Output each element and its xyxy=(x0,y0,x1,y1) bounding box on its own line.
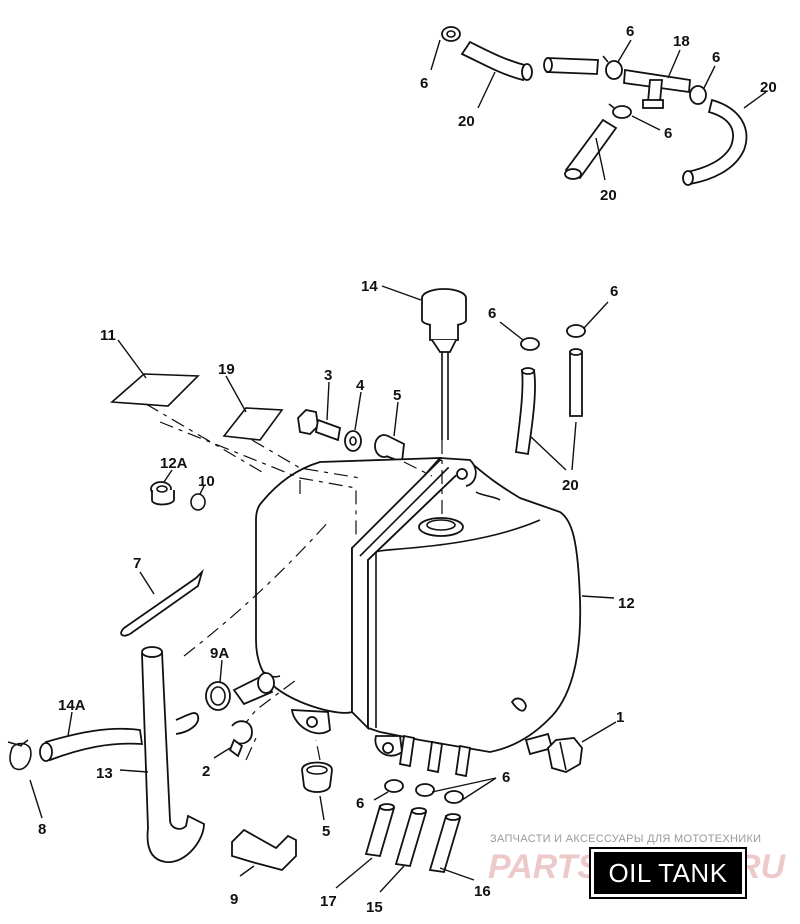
hose-20-upper xyxy=(460,40,599,82)
hose-clamp-6 xyxy=(566,324,586,338)
strap-7 xyxy=(120,568,204,637)
callout-3: 3 xyxy=(324,367,332,384)
bottom-hoses xyxy=(335,777,497,893)
hose-14a xyxy=(39,711,144,762)
top-hose-assembly xyxy=(430,26,767,186)
callout-6: 6 xyxy=(420,75,428,92)
hose-clamp-6 xyxy=(602,55,623,80)
hose-clamp-6 xyxy=(608,103,632,119)
hose-clamp-6 xyxy=(520,337,540,351)
callout-11: 11 xyxy=(100,327,116,344)
decal-19 xyxy=(222,375,284,441)
callout-20: 20 xyxy=(600,187,617,204)
callouts: 6 20 6 18 6 20 6 20 14 6 6 11 19 3 4 5 2… xyxy=(38,23,777,916)
washer-4 xyxy=(344,391,362,452)
callout-9: 9 xyxy=(230,891,238,908)
callout-6: 6 xyxy=(626,23,634,40)
callout-20: 20 xyxy=(562,477,579,494)
screw-2 xyxy=(213,720,253,759)
callout-2: 2 xyxy=(202,763,210,780)
grommet-5-top xyxy=(374,401,405,464)
grommet-5-bottom xyxy=(301,761,333,821)
clip-8 xyxy=(7,739,43,819)
callout-5: 5 xyxy=(393,387,401,404)
hose-20-right xyxy=(682,98,748,186)
oil-tank-12 xyxy=(255,457,615,778)
hose-13 xyxy=(119,646,205,863)
hose-clamp-6 xyxy=(689,85,707,105)
oil-tank-title-badge: OIL TANK xyxy=(589,847,747,899)
callout-19: 19 xyxy=(218,361,235,378)
callout-1: 1 xyxy=(616,709,624,726)
callout-6: 6 xyxy=(356,795,364,812)
t-fitting-18 xyxy=(623,68,691,109)
hose-clamp-6 xyxy=(415,783,435,797)
hose-clamp-6 xyxy=(384,779,404,793)
oil-tank-title: OIL TANK xyxy=(608,857,728,888)
callout-16: 16 xyxy=(474,883,491,900)
callout-5: 5 xyxy=(322,823,330,840)
callout-18: 18 xyxy=(673,33,690,50)
callout-20: 20 xyxy=(458,113,475,130)
drain-plug-1 xyxy=(524,721,617,773)
callout-6: 6 xyxy=(664,125,672,142)
callout-15: 15 xyxy=(366,899,383,916)
callout-13: 13 xyxy=(96,765,113,782)
callout-7: 7 xyxy=(133,555,141,572)
callout-14: 14 xyxy=(361,278,378,295)
watermark-logo-left: PARTS xyxy=(488,848,600,886)
bolt-3 xyxy=(297,381,342,442)
watermark: ЗАПЧАСТИ И АКСЕССУАРЫ ДЛЯ МОТОТЕХНИКИ PA… xyxy=(488,833,787,886)
bracket-9 xyxy=(231,828,297,877)
watermark-tagline: ЗАПЧАСТИ И АКСЕССУАРЫ ДЛЯ МОТОТЕХНИКИ xyxy=(490,833,761,845)
callout-6: 6 xyxy=(712,49,720,66)
callout-6: 6 xyxy=(610,283,618,300)
callout-20: 20 xyxy=(760,79,777,96)
decal-11 xyxy=(110,339,200,407)
callout-9a: 9A xyxy=(210,645,229,662)
callout-10: 10 xyxy=(198,473,215,490)
hose-clamp-6 xyxy=(441,26,461,42)
filler-cap-14 xyxy=(381,285,467,440)
callout-12: 12 xyxy=(618,595,635,612)
clamp-9a xyxy=(205,659,275,711)
callout-4: 4 xyxy=(356,377,365,394)
hose-clamp-6 xyxy=(444,790,464,804)
callout-6: 6 xyxy=(502,769,510,786)
hose-20-lower-left xyxy=(564,118,618,180)
o-ring-10 xyxy=(190,485,206,511)
vent-hoses-20 xyxy=(499,301,609,471)
callout-17: 17 xyxy=(320,893,337,910)
callout-14a: 14A xyxy=(58,697,86,714)
callout-6: 6 xyxy=(488,305,496,322)
callout-12a: 12A xyxy=(160,455,188,472)
callout-8: 8 xyxy=(38,821,46,838)
plug-12a xyxy=(150,469,175,506)
